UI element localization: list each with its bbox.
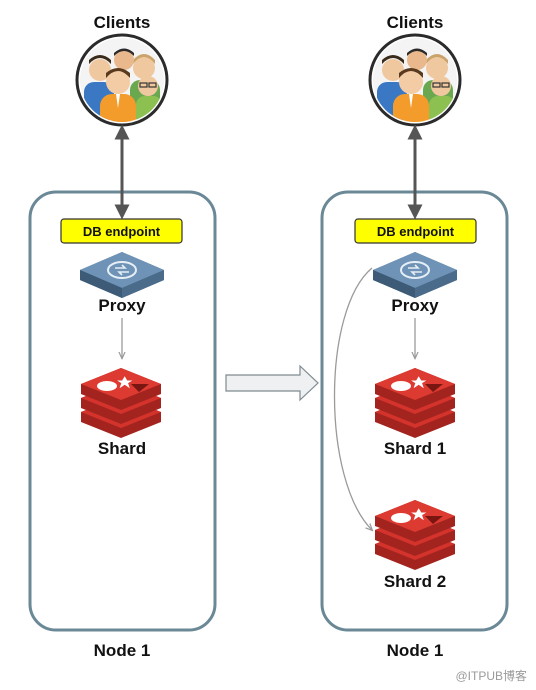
right-shard2-icon [375,500,455,570]
left-panel: Clients DB endpoint Proxy Shard Node 1 [28,13,217,660]
right-shard1-icon [375,368,455,438]
watermark: @ITPUB博客 [455,668,527,683]
right-panel: Clients DB endpoint Proxy Shard 1 Shard … [320,13,509,660]
right-shard1-label: Shard 1 [384,439,446,458]
right-db-endpoint [354,218,477,244]
left-proxy-label: Proxy [98,296,146,315]
left-shard-label: Shard [98,439,146,458]
transition-arrow [225,364,319,402]
right-clients-label: Clients [387,13,444,32]
left-clients-label: Clients [94,13,151,32]
right-proxy-label: Proxy [391,296,439,315]
left-clients-icon [77,35,167,134]
left-node-label: Node 1 [94,641,151,660]
left-db-endpoint [60,218,183,244]
right-proxy-icon [372,251,458,299]
right-proxy-shard2-link [333,267,373,530]
left-shard-icon [81,368,161,438]
left-db-endpoint-label: DB endpoint [83,224,161,239]
right-shard2-label: Shard 2 [384,572,446,591]
right-node-label: Node 1 [387,641,444,660]
left-proxy-icon [79,251,165,299]
right-db-endpoint-label: DB endpoint [377,224,455,239]
right-clients-icon [370,35,460,134]
